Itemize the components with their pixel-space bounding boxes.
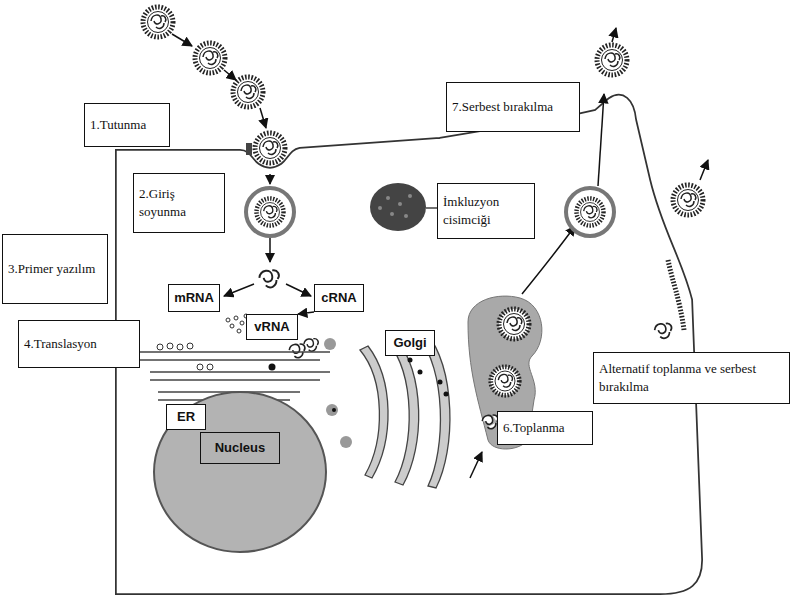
virion [255,133,285,163]
step-label-box: 7.Serbest bırakılma [446,82,580,132]
label-text: 6.Toplanma [503,419,587,437]
label-text: Golgi [393,334,426,352]
arrow [269,174,271,184]
leader-line [426,207,437,208]
vesicle [340,436,352,448]
virion [233,77,263,107]
virion [143,7,173,37]
virion [499,309,529,339]
vesicle [326,404,338,416]
step-label-box: 3.Primer yazılım [2,234,108,304]
label-text: 3.Primer yazılım [8,260,102,278]
step-label-box: 1.Tutunma [84,103,170,147]
label-text: vRNA [254,318,289,336]
label-text: 1.Tutunma [90,116,164,134]
viral-core [482,415,498,429]
arrow [598,94,604,186]
step-label-box: 4.Translasyon [18,320,140,368]
structure-label-box: Golgi [385,330,435,356]
arrow [224,70,236,80]
arrow [224,284,254,296]
label-text: 2.Giriş soyunma [139,185,219,220]
golgi-cisterna [360,346,388,478]
structure-label-box: Nucleus [200,432,280,464]
structure-label-box: mRNA [168,284,220,312]
er-dot [269,364,276,371]
ribosomes [157,343,213,370]
viral-core [259,270,278,287]
vesicle [566,188,614,236]
arrow [172,34,192,46]
endosome [246,188,294,236]
arrow [612,28,616,42]
vesicle [324,338,336,350]
label-text: cRNA [321,289,356,307]
receptor [246,143,252,155]
virion [195,43,225,73]
connector-arrow [298,312,314,314]
structure-label-box: ER [166,404,206,430]
virion [597,45,627,75]
label-text: 4.Translasyon [24,335,134,353]
viral-core [655,323,672,338]
structure-label-box: vRNA [246,314,298,340]
step-label-box: 2.Giriş soyunma [133,173,225,233]
label-text: Alternatif toplanma ve serbest bırakılma [599,360,784,395]
label-text: İmkluzyon cisimciği [443,193,529,228]
label-text: mRNA [174,289,214,307]
step-label-box: 6.Toplanma [497,411,593,445]
virion [491,367,520,396]
structure-label-box: cRNA [314,284,364,312]
budding-membrane [668,260,684,330]
nucleus [154,392,326,552]
arrow [269,238,271,262]
label-text: 7.Serbest bırakılma [452,98,574,116]
step-label-box: İmkluzyon cisimciği [437,183,535,239]
virion [257,199,284,226]
virion [673,185,703,215]
viral-core [289,344,305,358]
label-text: ER [177,408,195,426]
label-text: Nucleus [215,439,266,457]
arrow [470,452,482,478]
step-label-box: Alternatif toplanma ve serbest bırakılma [593,352,790,404]
inclusion-texture [378,194,412,218]
inclusion-body [370,183,426,231]
er-dot [332,408,336,412]
arrow [700,160,708,180]
golgi-dots [408,358,449,397]
cell-membrane [118,97,700,592]
cell-membrane-inner [118,97,700,592]
viral-core [304,339,318,352]
golgi-cisterna [388,338,419,485]
arrow [286,284,311,296]
virion [577,199,604,226]
arrow [260,108,266,128]
mrna-dots [226,314,248,333]
